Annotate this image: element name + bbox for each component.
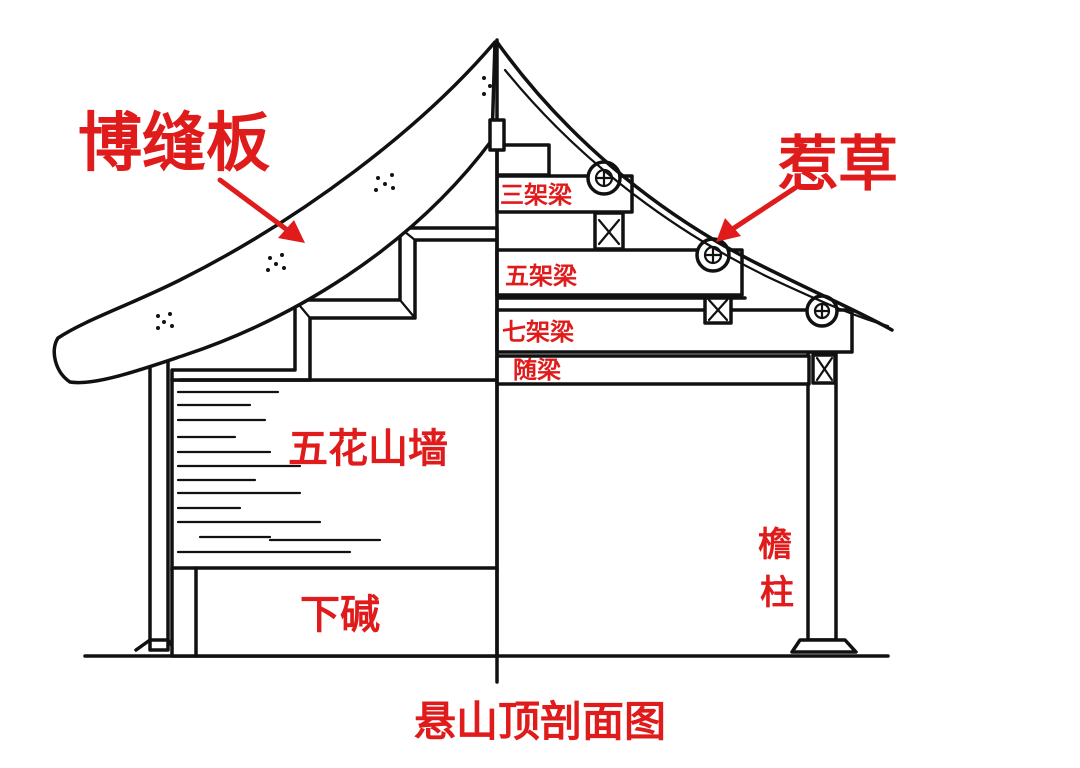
roof-left-board	[52, 40, 497, 385]
wall-hatching	[176, 390, 382, 554]
label-recao: 惹草	[778, 130, 898, 200]
label-bofengban: 博缝板	[78, 107, 270, 181]
label-yanzhu-2: 柱	[760, 573, 794, 613]
board-nails	[156, 76, 492, 330]
label-suiliang: 随梁	[513, 356, 561, 384]
diagram-title: 悬山顶剖面图	[414, 697, 666, 746]
beam-frame	[495, 143, 858, 654]
suiliang-beam	[495, 354, 811, 386]
roof-right-slope	[495, 40, 894, 332]
label-xiajian: 下碱	[300, 592, 380, 638]
yanzhu-column	[806, 350, 838, 642]
label-sanjialiang: 三架梁	[500, 181, 572, 209]
arrow-recao	[716, 185, 798, 242]
arrow-bofengban	[217, 177, 305, 243]
label-wujialiang: 五架梁	[505, 262, 577, 290]
xiajian-base	[170, 566, 499, 658]
label-wuhuashanqiang: 五花山墙	[288, 426, 448, 472]
label-yanzhu-1: 檐	[758, 525, 792, 565]
label-qijialiang: 七架梁	[502, 318, 574, 346]
gable-wall	[134, 226, 499, 658]
purlin-upper	[586, 160, 622, 196]
